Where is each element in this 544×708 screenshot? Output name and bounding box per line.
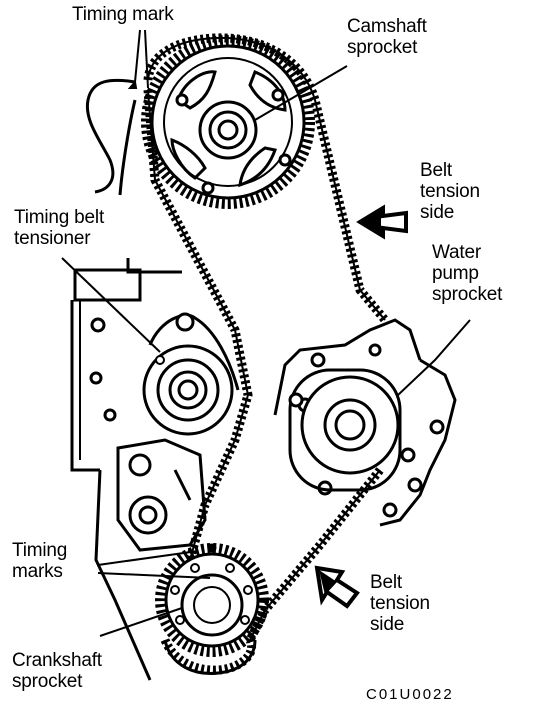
leader-lines [61, 29, 471, 637]
timing-marks-line1: Timing [12, 540, 68, 561]
water-pump-sprocket-label: Water pump sprocket [432, 242, 502, 305]
water-pump-sprocket-line2: pump [432, 263, 479, 284]
timing-belt-tensioner-line1: Timing belt [14, 207, 105, 228]
timing-marks-line2: marks [12, 561, 63, 582]
tensioner-pulley [142, 312, 240, 436]
crankshaft-sprocket-line2: sprocket [12, 671, 83, 692]
camshaft-sprocket [141, 35, 315, 209]
bolt-holes [89, 317, 445, 518]
belt-tension-side-upper-line2: tension [420, 181, 480, 202]
belt-tension-arrow-lower [314, 565, 360, 609]
belt-tension-side-lower-line3: side [370, 614, 405, 635]
water-pump-sprocket [288, 368, 416, 492]
water-pump-sprocket-line3: sprocket [432, 284, 503, 305]
belt-tension-side-upper-line3: side [420, 202, 455, 223]
belt-tension-arrow-upper [356, 204, 408, 240]
water-pump-sprocket-line1: Water [432, 242, 481, 263]
belt-tension-side-upper-line1: Belt [420, 160, 452, 181]
engine-block-outline [70, 78, 457, 681]
timing-belt-tensioner-label: Timing belt tensioner [14, 207, 104, 249]
crankshaft-sprocket-line1: Crankshaft [12, 650, 102, 671]
camshaft-sprocket-label: Camshaft sprocket [347, 16, 427, 58]
crankshaft-sprocket [155, 543, 269, 675]
belt-tension-side-upper-label: Belt tension side [420, 160, 480, 223]
tensioner-bracket [116, 438, 207, 552]
timing-mark-label: Timing mark [72, 4, 174, 25]
camshaft-sprocket-label-line2: sprocket [347, 37, 418, 58]
crankshaft-sprocket-label: Crankshaft sprocket [12, 650, 102, 692]
camshaft-sprocket-label-line1: Camshaft [347, 16, 427, 37]
belt-tension-side-lower-line1: Belt [370, 572, 402, 593]
timing-marks-label: Timing marks [12, 540, 67, 582]
timing-belt-tensioner-line2: tensioner [14, 228, 91, 249]
belt-tension-side-lower-label: Belt tension side [370, 572, 430, 635]
belt-tension-side-lower-line2: tension [370, 593, 430, 614]
figure-code: C01U0022 [366, 686, 454, 703]
